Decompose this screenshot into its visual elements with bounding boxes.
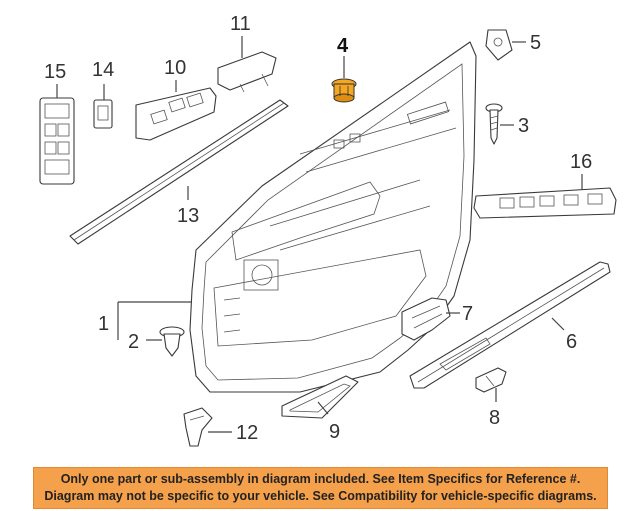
part-4-clip-highlighted: [331, 78, 357, 103]
part-3-screw: [485, 103, 503, 145]
callout-3: 3: [518, 115, 529, 137]
part-6-lower-trim-strip: [409, 261, 611, 389]
part-7-handle-bracket: [401, 297, 451, 341]
callout-6: 6: [566, 331, 577, 353]
callout-7: 7: [462, 303, 473, 325]
part-10-switch-panel: [135, 87, 217, 141]
part-5-bracket: [485, 29, 513, 61]
part-12-clip-bracket: [183, 407, 213, 447]
callout-10: 10: [164, 57, 186, 79]
callout-13: 13: [177, 205, 199, 227]
callout-5: 5: [530, 32, 541, 54]
callout-16: 16: [570, 151, 592, 173]
callout-8: 8: [489, 407, 500, 429]
notice-line-1: Only one part or sub-assembly in diagram…: [60, 472, 581, 486]
part-15-window-switch: [39, 97, 75, 185]
part-9-grille-frame: [281, 375, 359, 419]
part-14-switch: [93, 99, 113, 129]
callout-2: 2: [128, 331, 139, 353]
callout-1: 1: [98, 313, 109, 335]
callout-15: 15: [44, 61, 66, 83]
callout-4: 4: [337, 35, 349, 57]
callout-14: 14: [92, 59, 114, 81]
callout-12: 12: [236, 422, 258, 444]
part-16-seat-switch-panel: [473, 187, 617, 219]
callout-11: 11: [230, 13, 251, 35]
door-trim-exploded-view: 15 14 10 11 13 4 5: [39, 13, 617, 447]
notice-line-2: Diagram may not be specific to your vehi…: [44, 489, 597, 503]
part-2-push-clip: [159, 326, 185, 357]
part-13-moulding-strip: [69, 99, 289, 245]
notice-banner: Only one part or sub-assembly in diagram…: [33, 467, 608, 509]
part-11-handle-cover: [217, 51, 277, 93]
callout-9: 9: [329, 421, 340, 443]
part-8-bracket: [475, 367, 507, 393]
part-1-door-trim-panel: [189, 41, 477, 393]
